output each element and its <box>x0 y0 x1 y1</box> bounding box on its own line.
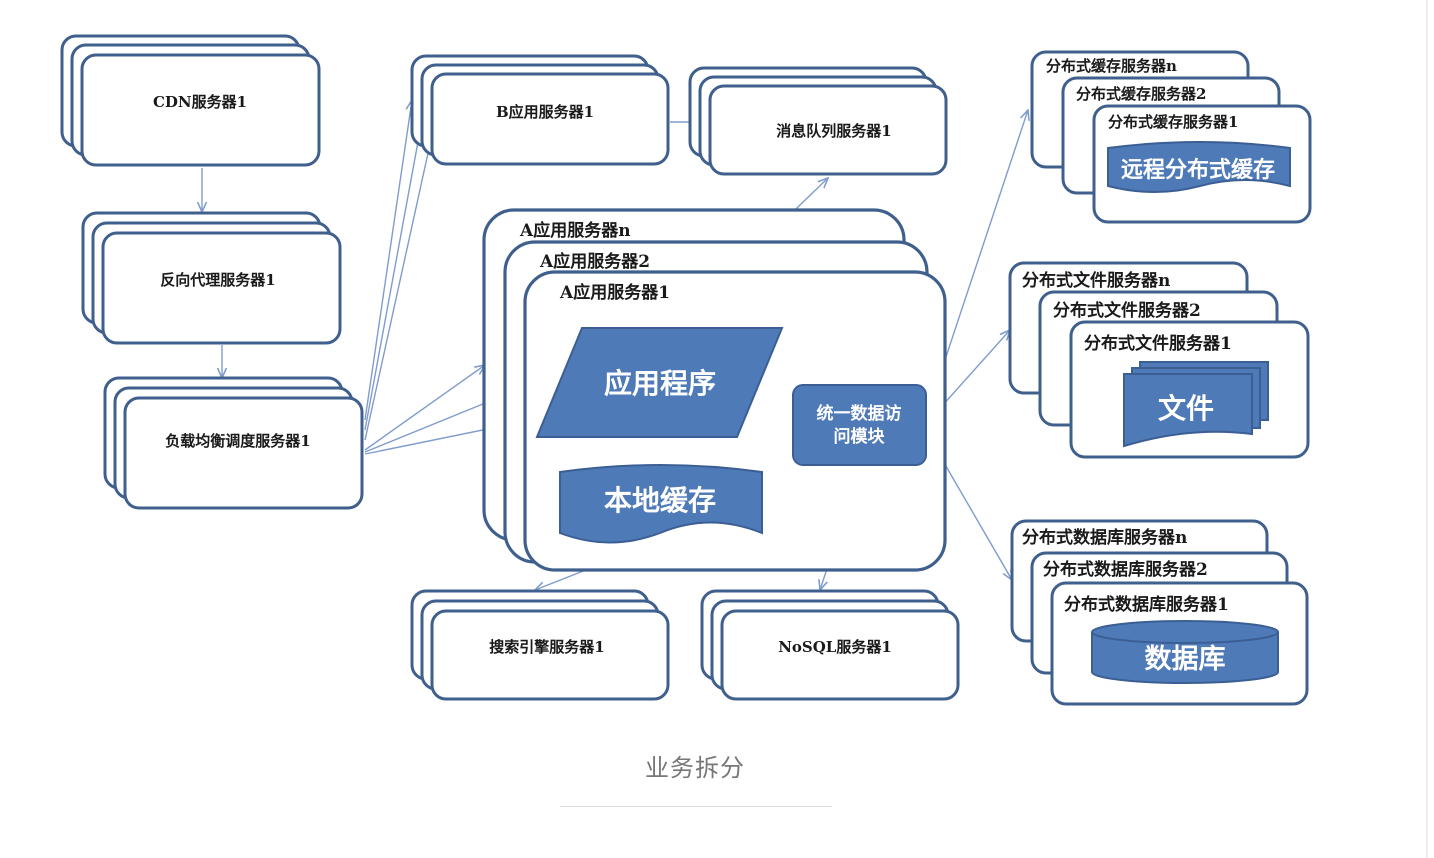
files-shape: 文件 <box>1123 361 1269 448</box>
cdn-server-stack: CDN服务器1 <box>60 34 321 167</box>
file-1-label: 分布式文件服务器1 <box>1084 333 1232 354</box>
data-access-label-line2: 问模块 <box>834 426 886 447</box>
cache-2-label: 分布式缓存服务器2 <box>1076 85 1206 103</box>
a-app-2-label: A应用服务器2 <box>539 251 650 272</box>
database-label: 数据库 <box>1145 644 1226 675</box>
caption-divider <box>560 806 832 807</box>
load-balancer-stack: 负载均衡调度服务器1 <box>103 376 364 510</box>
db-2-label: 分布式数据库服务器2 <box>1043 559 1208 580</box>
file-n-label: 分布式文件服务器n <box>1022 270 1170 291</box>
data-access-label-line1: 统一数据访 <box>817 403 902 424</box>
files-label: 文件 <box>1158 392 1214 425</box>
remote-cache-shape: 远程分布式缓存 <box>1107 141 1291 193</box>
application-label: 应用程序 <box>604 367 716 400</box>
db-1-label: 分布式数据库服务器1 <box>1064 594 1229 615</box>
local-cache-shape: 本地缓存 <box>559 464 763 544</box>
remote-cache-label: 远程分布式缓存 <box>1121 157 1275 183</box>
b-app-server-stack: B应用服务器1 <box>410 54 670 166</box>
a-app-1-label: A应用服务器1 <box>559 282 670 303</box>
nosql-stack: NoSQL服务器1 <box>700 589 960 701</box>
reverse-proxy-label: 反向代理服务器1 <box>160 271 275 289</box>
figure-caption: 业务拆分 <box>645 754 745 782</box>
cache-1-label: 分布式缓存服务器1 <box>1108 113 1238 131</box>
cdn-label: CDN服务器1 <box>153 93 247 111</box>
nosql-label: NoSQL服务器1 <box>778 638 892 656</box>
message-queue-stack: 消息队列服务器1 <box>688 66 948 176</box>
distributed-file-stack: 分布式文件服务器n 分布式文件服务器2 分布式文件服务器1 文件 <box>1008 261 1310 459</box>
distributed-database-stack: 分布式数据库服务器n 分布式数据库服务器2 分布式数据库服务器1 数据库 <box>1010 519 1309 706</box>
db-n-label: 分布式数据库服务器n <box>1022 527 1187 548</box>
application-shape: 应用程序 <box>535 327 784 438</box>
distributed-cache-stack: 分布式缓存服务器n 分布式缓存服务器2 分布式缓存服务器1 远程分布式缓存 <box>1030 50 1312 224</box>
local-cache-label: 本地缓存 <box>604 484 716 517</box>
database-cylinder: 数据库 <box>1091 620 1279 684</box>
b-app-label: B应用服务器1 <box>496 103 594 121</box>
cache-n-label: 分布式缓存服务器n <box>1046 57 1177 75</box>
file-2-label: 分布式文件服务器2 <box>1053 300 1201 321</box>
a-app-server-stack: A应用服务器n A应用服务器2 A应用服务器1 应用程序 本地缓存 统一数据访 … <box>482 208 947 572</box>
data-access-module: 统一数据访 问模块 <box>792 384 927 466</box>
reverse-proxy-stack: 反向代理服务器1 <box>81 211 342 345</box>
page-edge-divider <box>1426 0 1428 858</box>
load-balancer-label: 负载均衡调度服务器1 <box>165 432 310 450</box>
search-label: 搜索引擎服务器1 <box>489 638 604 656</box>
message-queue-label: 消息队列服务器1 <box>776 122 891 140</box>
search-engine-stack: 搜索引擎服务器1 <box>410 589 670 701</box>
a-app-n-label: A应用服务器n <box>519 220 631 241</box>
